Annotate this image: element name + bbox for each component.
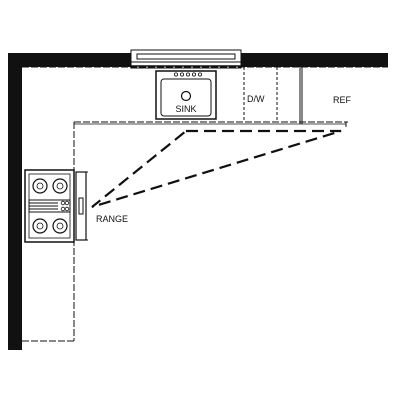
burner-icon bbox=[52, 178, 68, 194]
sink-label: SINK bbox=[175, 104, 196, 114]
sink: SINK bbox=[155, 70, 217, 120]
range-label: RANGE bbox=[96, 214, 128, 224]
sink-drain bbox=[180, 90, 192, 102]
work-triangle bbox=[91, 129, 342, 209]
burner-icon bbox=[32, 218, 48, 234]
knob-icon bbox=[64, 206, 70, 212]
refrigerator-label: REF bbox=[333, 95, 352, 105]
window bbox=[130, 49, 242, 69]
burner-icon bbox=[52, 218, 68, 234]
burner-icon bbox=[32, 178, 48, 194]
counter-outline bbox=[22, 66, 388, 342]
knob-icon bbox=[64, 200, 70, 206]
dishwasher-label: D/W bbox=[247, 94, 265, 104]
range: RANGE bbox=[24, 169, 128, 243]
left-wall bbox=[8, 53, 22, 350]
